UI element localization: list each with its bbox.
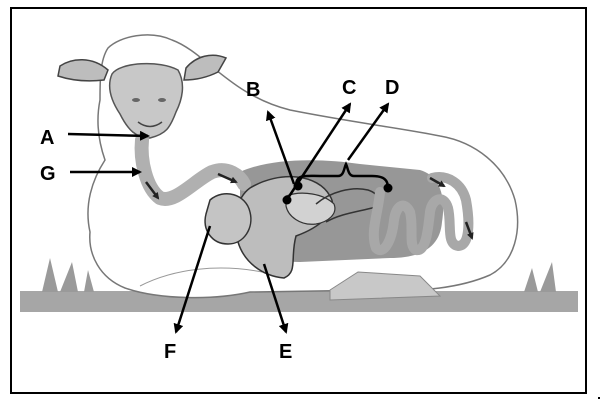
label-f: F — [164, 341, 176, 363]
grass-left — [42, 258, 94, 292]
right-ear — [183, 54, 228, 81]
hind-leg — [329, 271, 442, 301]
label-g: G — [40, 163, 56, 185]
esophagus — [134, 133, 251, 206]
pointer-b — [266, 110, 296, 185]
label-a: A — [40, 127, 54, 149]
left-ear — [57, 59, 109, 82]
pointer-c — [286, 102, 352, 199]
stomach — [204, 175, 380, 279]
pointer-a — [67, 130, 150, 141]
corner-dot — [598, 397, 600, 399]
sheep-head — [57, 54, 228, 139]
grass-right — [524, 262, 556, 292]
label-b: B — [246, 79, 260, 101]
marker-dot-d — [383, 183, 393, 193]
omasum — [285, 192, 336, 225]
pointer-f — [173, 225, 212, 334]
intestines — [368, 172, 474, 255]
pointer-e — [262, 263, 289, 334]
reticulum — [204, 193, 252, 245]
pointer-d — [346, 102, 390, 161]
d-bracket — [294, 161, 390, 189]
label-e: E — [279, 341, 292, 363]
label-d: D — [385, 77, 399, 99]
label-c: C — [342, 77, 356, 99]
